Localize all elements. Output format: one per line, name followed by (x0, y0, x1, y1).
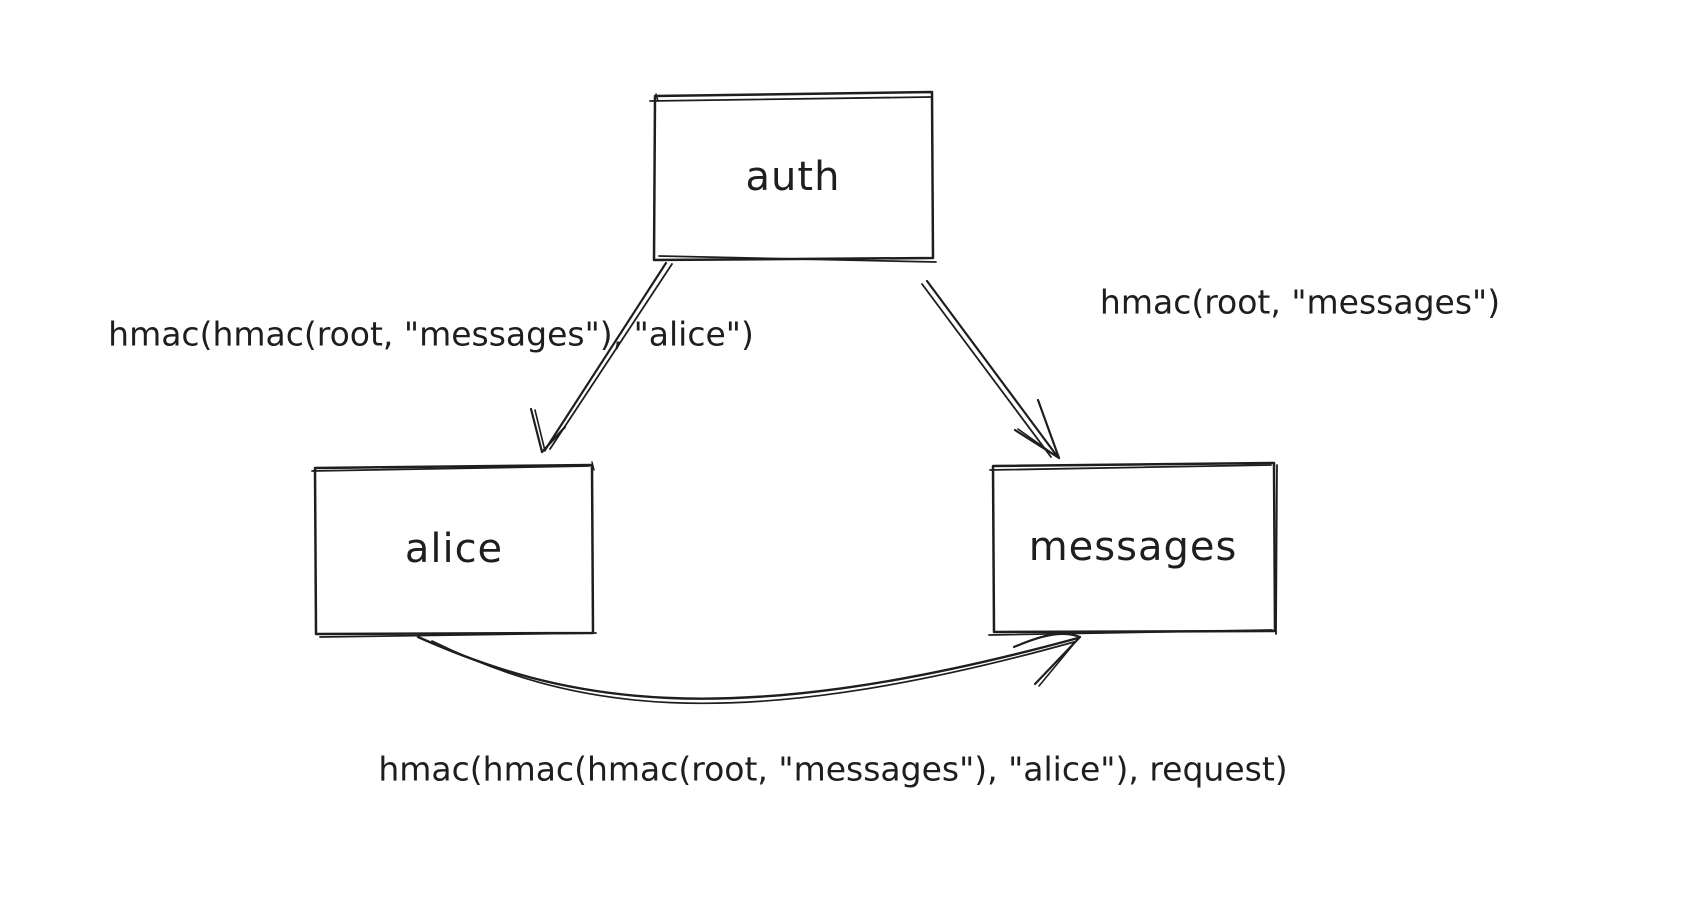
messages-node-label: messages (1028, 524, 1238, 570)
auth-box (649, 90, 937, 263)
arrow-auth-to-messages (921, 279, 1061, 460)
auth-node-label: auth (745, 154, 841, 200)
messages-box (988, 461, 1278, 636)
alice-node-label: alice (404, 526, 504, 572)
arrow-auth-to-alice (529, 261, 673, 454)
alice-box (311, 461, 597, 638)
edge-label-auth-to-alice: hmac(hmac(root, "messages"), "alice") (108, 314, 754, 354)
edge-label-alice-to-messages: hmac(hmac(hmac(root, "messages"), "alice… (378, 749, 1288, 789)
arrow-alice-to-messages (416, 632, 1082, 705)
edge-label-auth-to-messages: hmac(root, "messages") (1099, 282, 1501, 322)
